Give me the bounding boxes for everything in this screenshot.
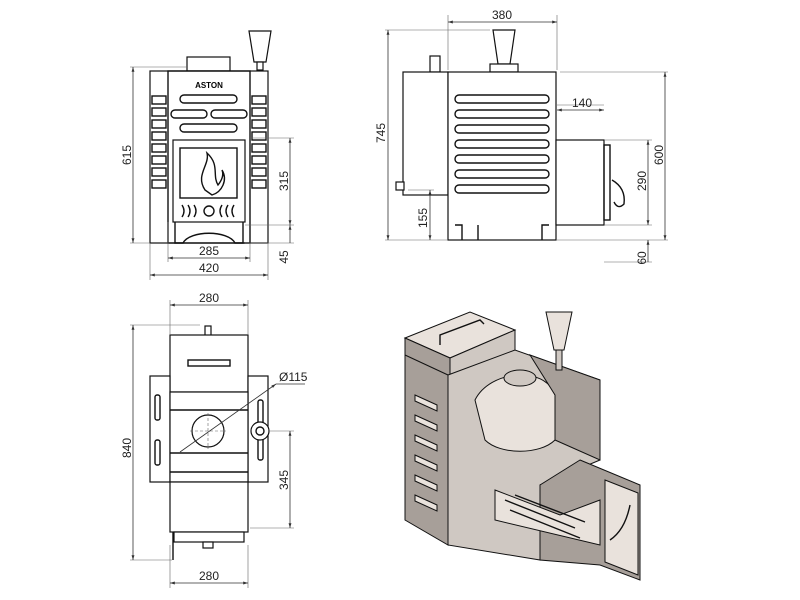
firebox-drum bbox=[474, 374, 556, 452]
dim-leg-height: 45 bbox=[277, 250, 291, 264]
side-wall-iso bbox=[404, 354, 449, 546]
tank-tap bbox=[395, 181, 405, 191]
brand-logo: ASTON bbox=[195, 81, 223, 90]
dim-channel-height: 290 bbox=[635, 171, 649, 191]
dim-door-width: 285 bbox=[199, 244, 219, 258]
firebox-channel bbox=[555, 139, 605, 226]
side-louvers bbox=[151, 95, 267, 189]
water-tap-funnel bbox=[248, 30, 272, 63]
dim-bottom-width: 280 bbox=[199, 569, 219, 583]
top-view: 280 840 Ø115 345 280 bbox=[120, 291, 308, 588]
dim-flue-offset: 345 bbox=[277, 470, 291, 490]
tank-lid-top bbox=[169, 334, 249, 393]
dim-channel-bottom: 60 bbox=[635, 251, 649, 265]
top-tank-lid bbox=[186, 56, 231, 72]
front-view: ASTON 615 315 45 285 420 bbox=[120, 30, 294, 280]
isometric-cutaway-view bbox=[403, 311, 641, 581]
dim-flue-diameter: Ø115 bbox=[279, 370, 308, 384]
dim-total-height: 615 bbox=[120, 145, 134, 165]
dim-body-height: 600 bbox=[652, 145, 666, 165]
water-tank bbox=[402, 71, 449, 196]
dim-total-length: 840 bbox=[120, 438, 134, 458]
side-slots bbox=[454, 94, 550, 194]
water-tap-funnel bbox=[545, 311, 573, 351]
stove-body-side bbox=[447, 71, 557, 241]
dim-firebox-offset: 140 bbox=[572, 96, 592, 110]
door-glass bbox=[179, 147, 238, 199]
dim-tap-height: 155 bbox=[416, 208, 430, 228]
dim-depth: 380 bbox=[492, 8, 512, 22]
water-tap-funnel bbox=[492, 29, 516, 65]
dim-door-height: 315 bbox=[277, 171, 291, 191]
dim-height-with-chimney: 745 bbox=[374, 123, 388, 143]
tap-knob bbox=[250, 421, 270, 441]
dim-total-width: 420 bbox=[199, 261, 219, 275]
side-view: 380 745 140 600 290 155 60 bbox=[374, 8, 668, 265]
dim-top-width: 280 bbox=[199, 291, 219, 305]
flame-icon bbox=[200, 150, 226, 196]
